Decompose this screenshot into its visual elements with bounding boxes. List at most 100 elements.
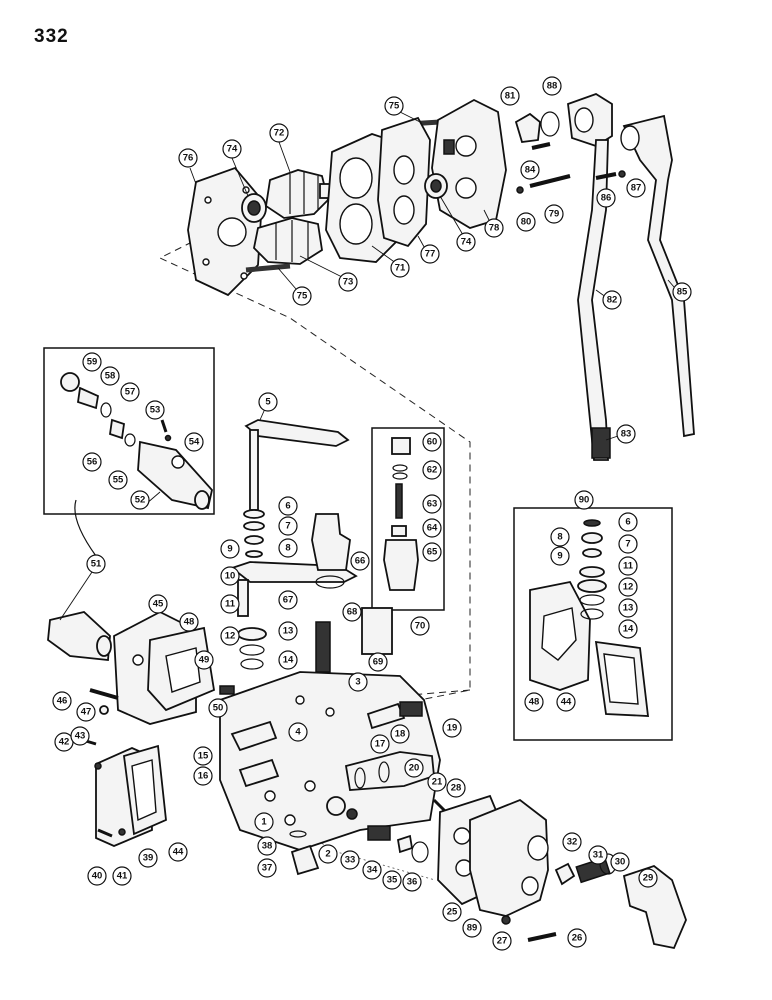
- svg-text:57: 57: [125, 387, 136, 398]
- svg-text:39: 39: [143, 853, 154, 864]
- svg-text:17: 17: [375, 739, 386, 750]
- svg-text:55: 55: [113, 475, 124, 486]
- inset-frame-center: [371, 427, 445, 611]
- callout-73: 73: [338, 272, 358, 292]
- callout-31: 31: [588, 845, 608, 865]
- return-pipe-85: [622, 114, 695, 438]
- callout-17: 17: [370, 734, 390, 754]
- svg-text:28: 28: [451, 783, 462, 794]
- cap-60: [391, 437, 411, 455]
- plug-2: [326, 796, 346, 816]
- bolt-46: [89, 688, 119, 700]
- driven-gear-73: [253, 217, 323, 265]
- svg-text:20: 20: [409, 763, 420, 774]
- callout-27: 27: [492, 931, 512, 951]
- svg-text:78: 78: [489, 223, 500, 234]
- callout-90: 90: [574, 490, 594, 510]
- callout-49: 49: [194, 650, 214, 670]
- callout-44-inset: 44: [556, 692, 576, 712]
- svg-text:83: 83: [621, 429, 632, 440]
- callout-25: 25: [442, 902, 462, 922]
- callout-54: 54: [184, 432, 204, 452]
- callout-74: 74: [222, 139, 242, 159]
- callout-69: 69: [368, 652, 388, 672]
- spring-49: [219, 685, 235, 695]
- svg-text:82: 82: [607, 295, 618, 306]
- callout-75b: 75: [292, 286, 312, 306]
- callout-30: 30: [610, 852, 630, 872]
- svg-text:38: 38: [262, 841, 273, 852]
- callout-37: 37: [257, 858, 277, 878]
- svg-text:1: 1: [261, 817, 267, 828]
- plunger-17: [366, 702, 406, 730]
- callout-29: 29: [638, 868, 658, 888]
- svg-text:40: 40: [92, 871, 103, 882]
- svg-text:30: 30: [615, 857, 626, 868]
- svg-text:11: 11: [623, 561, 634, 572]
- svg-text:7: 7: [625, 539, 630, 550]
- washer-47: [99, 705, 109, 715]
- svg-text:50: 50: [213, 703, 224, 714]
- washer-38: [289, 830, 307, 838]
- callout-3: 3: [348, 672, 368, 692]
- svg-text:5: 5: [265, 397, 271, 408]
- callout-40: 40: [87, 866, 107, 886]
- svg-text:74: 74: [461, 237, 472, 248]
- screw-53: [160, 419, 168, 433]
- callout-45: 45: [148, 594, 168, 614]
- callout-41: 41: [112, 866, 132, 886]
- inset-frame-right: [513, 507, 673, 741]
- svg-text:80: 80: [521, 217, 532, 228]
- callout-8-inset: 8: [550, 527, 570, 547]
- svg-text:15: 15: [198, 751, 209, 762]
- fitting-upper: [311, 513, 351, 571]
- svg-text:25: 25: [447, 907, 458, 918]
- svg-text:53: 53: [150, 405, 161, 416]
- washer-80: [516, 186, 524, 194]
- callout-86: 86: [596, 188, 616, 208]
- fitting-32: [554, 862, 576, 886]
- svg-text:44: 44: [173, 847, 184, 858]
- svg-text:79: 79: [549, 209, 560, 220]
- callout-32: 32: [562, 832, 582, 852]
- callout-88: 88: [542, 76, 562, 96]
- callout-7-inset: 7: [618, 534, 638, 554]
- svg-text:76: 76: [183, 153, 194, 164]
- callout-6-inset: 6: [618, 512, 638, 532]
- svg-text:49: 49: [199, 655, 210, 666]
- callout-87: 87: [626, 178, 646, 198]
- svg-text:58: 58: [105, 371, 116, 382]
- svg-text:60: 60: [427, 437, 438, 448]
- svg-text:56: 56: [87, 457, 98, 468]
- callout-28: 28: [446, 778, 466, 798]
- main-valve-body: [47, 610, 450, 876]
- callout-11-inset: 11: [618, 556, 638, 576]
- fitting-65: [383, 539, 419, 591]
- svg-text:9: 9: [557, 551, 562, 562]
- spring-63: [395, 483, 403, 519]
- callout-15: 15: [193, 746, 213, 766]
- svg-text:16: 16: [198, 771, 209, 782]
- callout-56: 56: [82, 452, 102, 472]
- o-ring-36: [411, 841, 429, 863]
- seat-64: [391, 525, 407, 537]
- callout-33: 33: [340, 850, 360, 870]
- callout-64: 64: [422, 518, 442, 538]
- svg-text:74: 74: [227, 144, 238, 155]
- svg-text:14: 14: [283, 655, 294, 666]
- svg-text:21: 21: [432, 777, 443, 788]
- callout-74b: 74: [456, 232, 476, 252]
- svg-text:70: 70: [415, 621, 426, 632]
- plug-59: [60, 372, 80, 392]
- washer-41: [118, 828, 126, 836]
- callout-35: 35: [382, 870, 402, 890]
- screw-40: [97, 828, 113, 838]
- svg-text:64: 64: [427, 523, 438, 534]
- svg-text:41: 41: [117, 871, 128, 882]
- svg-text:81: 81: [505, 91, 516, 102]
- callouts: 1 2 3 4 5 6 7 8 9 10 11 12 13 14 15 16 1…: [52, 76, 692, 951]
- pump-rear-housing-78: [431, 98, 507, 229]
- svg-text:77: 77: [425, 249, 436, 260]
- svg-text:13: 13: [283, 626, 294, 637]
- callout-67: 67: [278, 590, 298, 610]
